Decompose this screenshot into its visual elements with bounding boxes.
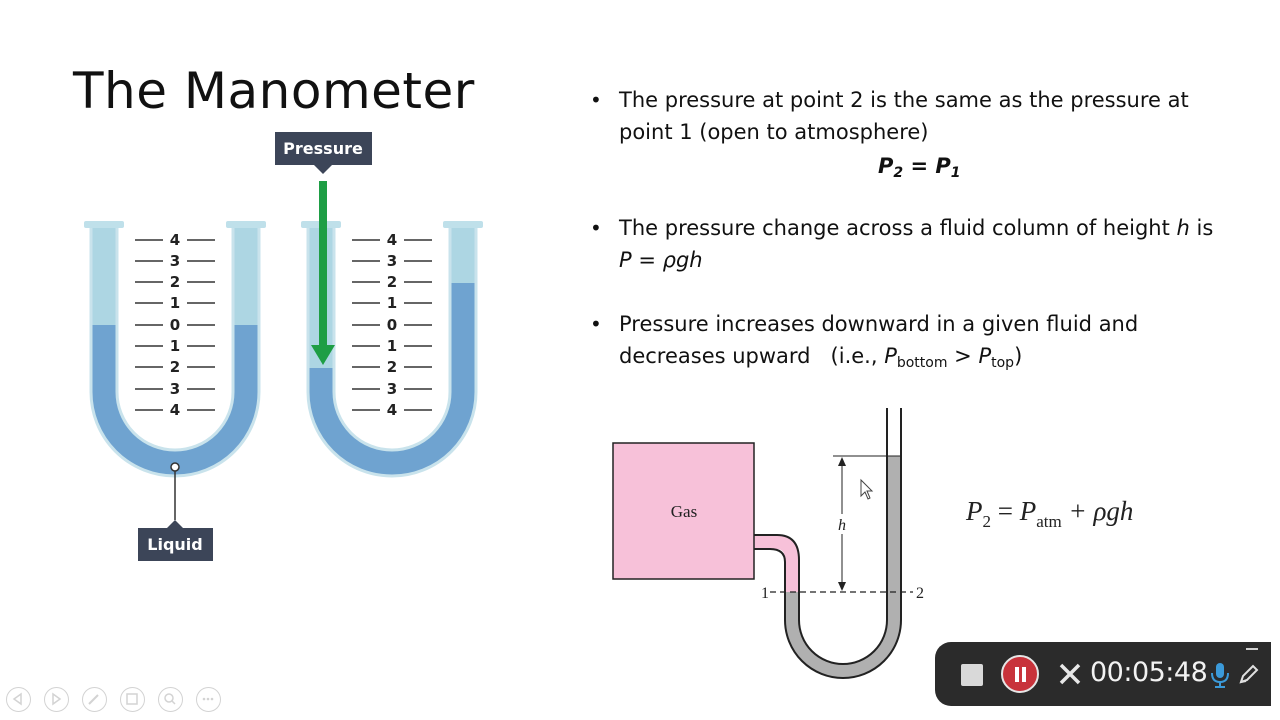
slides-icon[interactable]	[120, 687, 145, 712]
liquid-indicator: Liquid	[138, 462, 213, 561]
screen-recorder-toolbar: 00:05:48	[935, 642, 1271, 706]
bullet-3-sub-bottom: bottom	[896, 355, 948, 371]
scale-label-left-0: 4	[170, 231, 180, 249]
scale-label-left-1: 3	[170, 252, 180, 270]
eq-sub-2: 2	[893, 165, 904, 181]
point-1-label: 1	[761, 585, 769, 602]
bullet-3-p-bottom: P	[884, 344, 897, 368]
scale-label-right-3: 1	[387, 294, 397, 312]
eq-sub-1: 1	[950, 165, 961, 181]
scale-label-left-6: 2	[170, 358, 180, 376]
microphone-icon[interactable]	[1209, 661, 1231, 689]
formula-rest: + ρgh	[1062, 496, 1134, 526]
close-icon[interactable]	[1056, 660, 1084, 688]
bullet-2: • The pressure change across a fluid col…	[590, 212, 1240, 282]
liquid-label: Liquid	[147, 535, 202, 554]
mouse-cursor-icon	[860, 478, 874, 500]
bullet-dot: •	[590, 88, 602, 112]
pressure-indicator: Pressure	[275, 132, 372, 365]
slide-title: The Manometer	[73, 62, 475, 120]
bullet-2-text-b: is	[1189, 216, 1214, 240]
bullet-dot: •	[590, 312, 602, 336]
pause-icon[interactable]	[1001, 655, 1039, 693]
pen-icon[interactable]	[82, 687, 107, 712]
recording-timer: 00:05:48	[1090, 657, 1208, 688]
scale-label-right-7: 3	[387, 380, 397, 398]
gas-label: Gas	[671, 502, 697, 521]
bullet-3: • Pressure increases downward in a given…	[590, 308, 1240, 378]
scale-right	[352, 239, 432, 411]
formula-patm: P	[1019, 496, 1037, 526]
eq-p: P	[878, 154, 894, 178]
bullet-3-text-a: decreases upward (i.e.,	[619, 344, 885, 368]
eq-mid: = P	[903, 154, 951, 178]
scale-label-right-1: 3	[387, 252, 397, 270]
u-tube-manometer-diagram: 4 3 2 1 0 1 2 3 4 4 3 2 1 0 1 2 3 4 Pres…	[84, 132, 483, 561]
scale-label-right-4: 0	[387, 316, 397, 334]
bullet-3-p-top: P	[978, 344, 992, 368]
formula-p2: P	[965, 496, 983, 526]
scale-label-left-8: 4	[170, 401, 180, 419]
bullet-3-gt: >	[947, 344, 979, 368]
scale-label-right-2: 2	[387, 273, 397, 291]
forward-arrow-icon[interactable]	[44, 687, 69, 712]
bullet-2-line-2: P = ρgh	[619, 248, 703, 272]
bullet-2-line-1: The pressure change across a fluid colum…	[619, 212, 1239, 244]
bullet-2-h: h	[1176, 216, 1190, 240]
stop-icon[interactable]	[961, 664, 983, 686]
bullet-3-line-2: decreases upward (i.e., Pbottom > Ptop)	[619, 340, 1239, 372]
bullet-3-end: )	[1014, 344, 1023, 368]
pressure-label: Pressure	[283, 139, 363, 158]
formula-p2-sub: 2	[983, 512, 992, 531]
scale-label-left-7: 3	[170, 380, 180, 398]
scale-left	[135, 239, 215, 411]
bullet-1-equation: P2 = P1	[878, 150, 961, 182]
pen-icon[interactable]	[1237, 662, 1261, 686]
gas-tank	[612, 442, 755, 580]
pressure-formula: P2 = Patm + ρgh	[965, 496, 1133, 531]
point-2-label: 2	[916, 585, 924, 602]
bullet-3-line-1: Pressure increases downward in a given f…	[619, 312, 1139, 336]
gas-manometer-diagram: Gas 1 2 h P2 = Patm + ρgh	[612, 408, 1133, 679]
scale-label-right-5: 1	[387, 337, 397, 355]
back-arrow-icon[interactable]	[6, 687, 31, 712]
bullet-3-sub-top: top	[991, 355, 1015, 371]
scale-label-left-4: 0	[170, 316, 180, 334]
bullet-1: • The pressure at point 2 is the same as…	[590, 84, 1240, 184]
formula-eq: =	[991, 496, 1020, 526]
scale-label-left-3: 1	[170, 294, 180, 312]
zoom-icon[interactable]	[158, 687, 183, 712]
scale-label-left-5: 1	[170, 337, 180, 355]
minimize-icon[interactable]	[1246, 648, 1258, 650]
more-icon[interactable]	[196, 687, 221, 712]
bullet-1-line-2: point 1 (open to atmosphere)	[619, 120, 929, 144]
bullet-2-text-a: The pressure change across a fluid colum…	[619, 216, 1177, 240]
scale-label-left-2: 2	[170, 273, 180, 291]
scale-label-right-8: 4	[387, 401, 397, 419]
bullet-1-line-1: The pressure at point 2 is the same as t…	[619, 88, 1189, 112]
formula-atm-sub: atm	[1036, 512, 1062, 531]
scale-label-right-0: 4	[387, 231, 397, 249]
h-label: h	[838, 517, 846, 534]
bullet-dot: •	[590, 216, 602, 240]
scale-label-right-6: 2	[387, 358, 397, 376]
